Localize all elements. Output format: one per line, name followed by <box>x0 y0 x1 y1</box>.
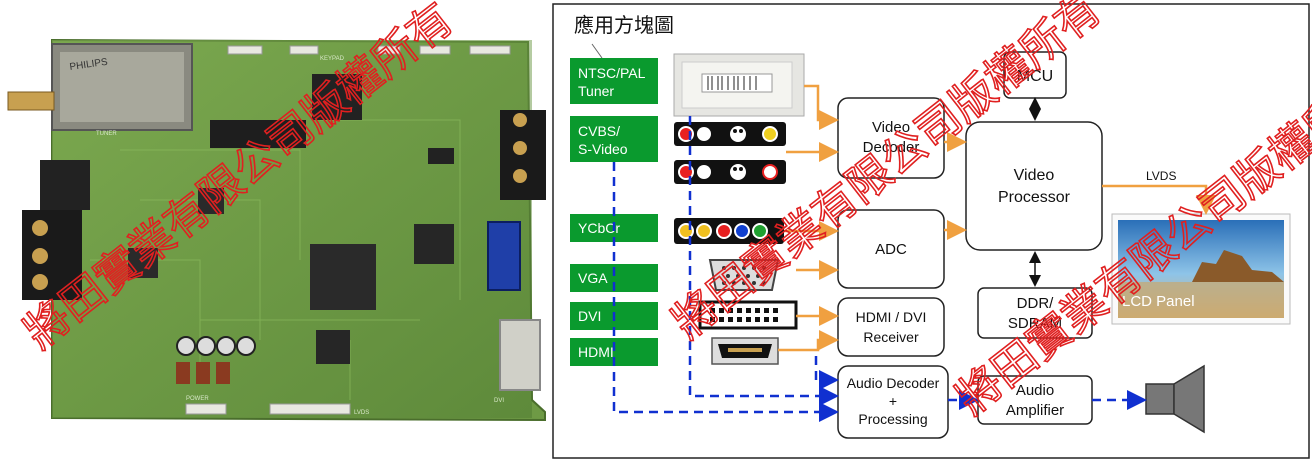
input-tuner-line2: Tuner <box>578 83 614 99</box>
input-vga: VGA <box>570 264 658 292</box>
input-vga-label: VGA <box>578 270 608 286</box>
inductor-row <box>176 362 230 384</box>
rca-connector-block <box>40 160 90 210</box>
circuit-board-photo: PHILIPS TUNER LVDS DVI POWER KEYPAD <box>7 0 546 422</box>
capacitor-row <box>176 336 256 356</box>
chip-adc <box>414 224 454 264</box>
input-hdmi-label: HDMI <box>578 344 614 360</box>
input-tuner-line1: NTSC/PAL <box>578 65 646 81</box>
vga-connector-image <box>708 259 780 291</box>
audio-decoder-line1: Audio Decoder <box>847 375 940 391</box>
block-hdmi-receiver: HDMI / DVI Receiver <box>837 297 945 357</box>
lvds-label: LVDS <box>1146 169 1176 183</box>
audio-path-cvbs <box>612 162 839 422</box>
dvi-connector-image <box>698 300 798 330</box>
board-label-lvds: LVDS <box>354 410 369 416</box>
lvds-connector <box>269 403 351 415</box>
block-video-processor: Video Processor <box>965 121 1103 251</box>
arrow-hdmi-hdmirx <box>778 330 839 352</box>
chip-cpu <box>312 74 362 120</box>
block-diagram: 應用方塊圖 NTSC/PAL Tuner CVBS/ S-Video YCbCr… <box>552 0 1312 459</box>
arrow-tuner-decoder <box>804 84 839 130</box>
board-label-power: POWER <box>186 396 209 402</box>
block-adc: ADC <box>837 209 945 289</box>
video-decoder-line2: Decoder <box>863 139 920 156</box>
hdmi-receiver-line2: Receiver <box>863 329 919 345</box>
input-ycbcr-label: YCbCr <box>578 220 620 236</box>
antenna-connector <box>7 91 55 111</box>
input-dvi-label: DVI <box>578 308 601 324</box>
audio-amplifier-line2: Amplifier <box>1006 402 1064 419</box>
arrow-processor-lcd <box>1102 184 1216 215</box>
input-tuner: NTSC/PAL Tuner <box>570 58 658 104</box>
block-audio-decoder: Audio Decoder + Processing <box>837 365 949 439</box>
board-label-philips: PHILIPS <box>69 57 109 73</box>
mcu-label: MCU <box>1017 68 1053 85</box>
hdmi-connector-image <box>711 337 779 365</box>
block-mcu: MCU <box>1003 51 1067 99</box>
block-video-decoder: Video Decoder <box>837 97 945 179</box>
audio-decoder-line3: Processing <box>858 411 927 427</box>
input-cvbs: CVBS/ S-Video <box>570 116 658 162</box>
ddr-line2: SDRAM <box>1008 315 1062 332</box>
input-cvbs-line2: S-Video <box>578 141 628 157</box>
chip-video-processor <box>310 244 376 310</box>
audio-amplifier-line1: Audio <box>1016 382 1054 399</box>
ddr-line1: DDR/ <box>1017 295 1054 312</box>
hdmi-receiver-line1: HDMI / DVI <box>856 309 927 325</box>
vga-connector <box>487 221 521 291</box>
board-label-keypad: KEYPAD <box>320 56 345 62</box>
audio-decoder-line2: + <box>889 393 897 409</box>
block-ddr: DDR/ SDRAM <box>977 287 1093 339</box>
diagram-title: 應用方塊圖 <box>574 13 674 37</box>
power-connector <box>185 403 227 415</box>
tuner-connector-image <box>673 53 805 117</box>
lcd-panel-label: LCD Panel <box>1122 293 1195 310</box>
audio-path-hdmi-rx <box>814 356 839 390</box>
input-cvbs-line1: CVBS/ <box>578 123 620 139</box>
video-processor-line1: Video <box>1014 167 1055 184</box>
adc-label: ADC <box>875 241 907 258</box>
ycbcr-connector-image <box>674 218 784 244</box>
dvi-connector <box>499 319 541 391</box>
video-decoder-line1: Video <box>872 119 910 136</box>
audio-path-tuner <box>688 116 839 406</box>
video-processor-line2: Processor <box>998 189 1071 206</box>
board-label-tuner: TUNER <box>96 131 117 137</box>
board-label-dvi: DVI <box>494 398 504 404</box>
block-audio-amplifier: Audio Amplifier <box>977 375 1093 425</box>
lcd-panel: LCD Panel <box>1111 213 1291 325</box>
chip-eeprom <box>210 120 306 148</box>
